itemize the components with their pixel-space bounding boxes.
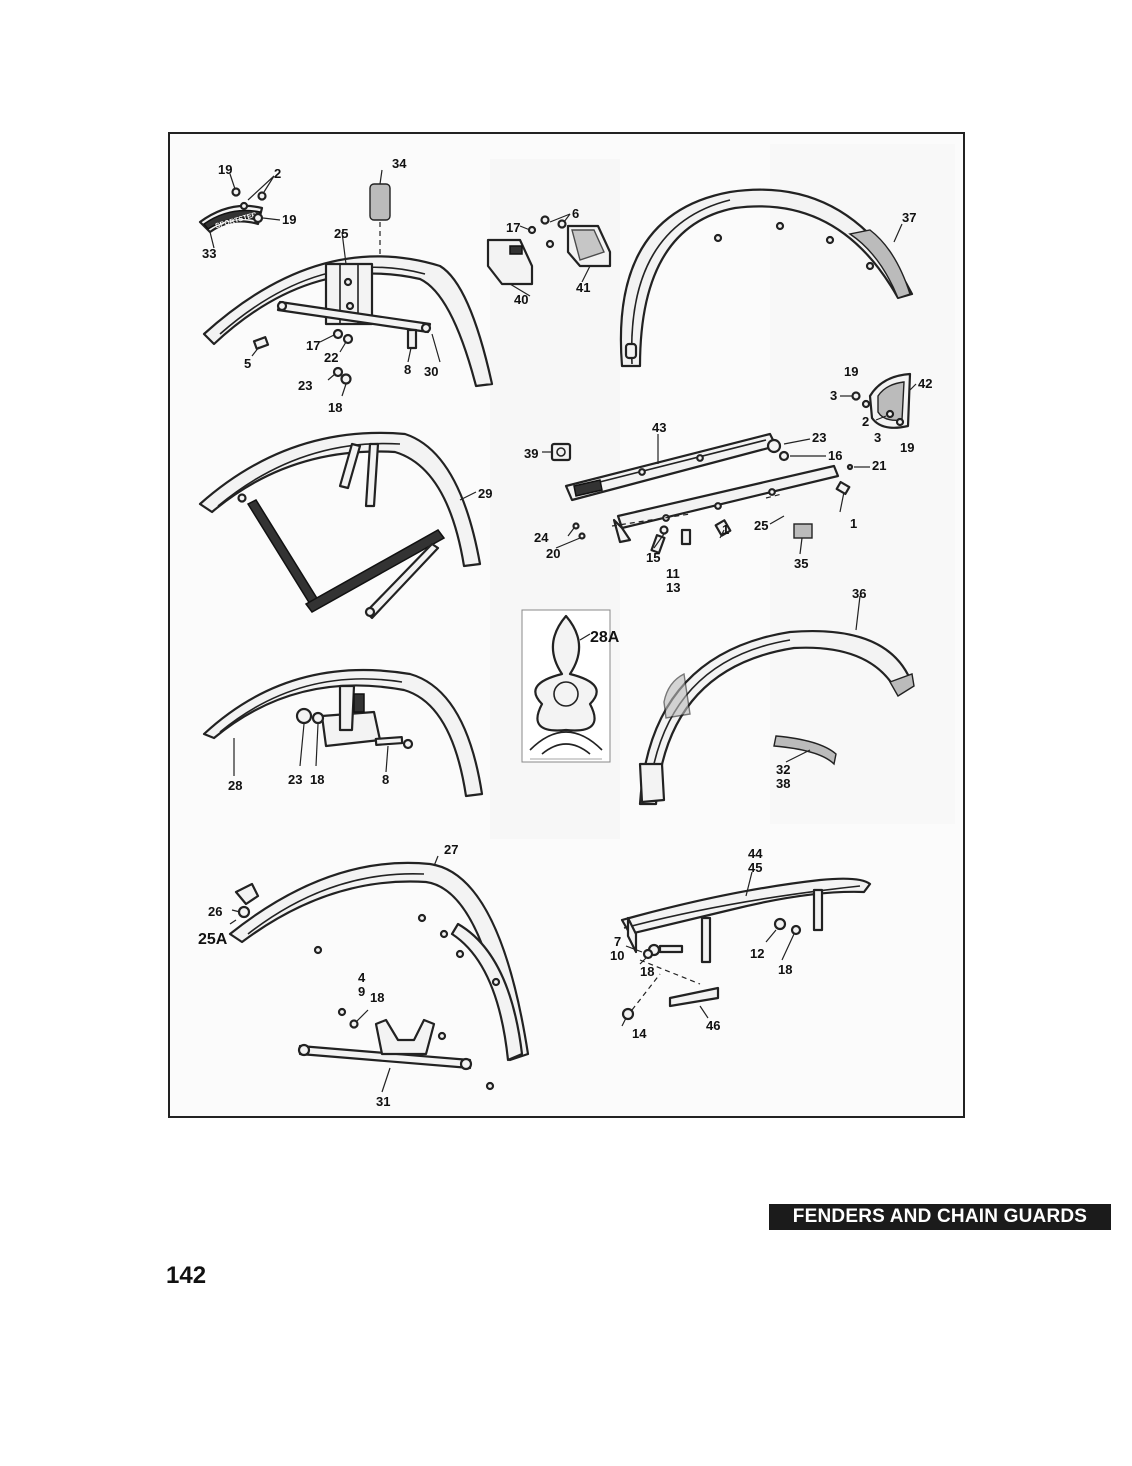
callout-25: 25 [334,226,348,241]
callout-18: 18 [370,990,384,1005]
emblem-28A [521,609,611,763]
callout-37: 37 [902,210,916,225]
callout-28A: 28A [590,629,620,646]
chain-guard-44-45 [620,871,872,1027]
callout-26: 26 [208,904,222,919]
section-title: FENDERS AND CHAIN GUARDS [769,1204,1111,1230]
page-number: 142 [166,1262,207,1289]
callout-30: 30 [424,364,438,379]
callout-3: 3 [874,430,881,445]
callout-4: 4 [358,970,366,985]
fender-36 [638,595,915,806]
callout-labels: 19 2 19 33 34 25 5 17 22 8 30 23 18 17 6… [198,156,932,1109]
callout-41: 41 [576,280,590,295]
exploded-parts-diagram: SPORTSTER [198,144,955,1109]
callout-33: 33 [202,246,216,261]
callout-31: 31 [376,1094,390,1109]
callout-32: 32 [776,762,790,777]
callout-13: 13 [666,580,680,595]
callout-24: 24 [534,530,549,545]
callout-39: 39 [524,446,538,461]
callout-35: 35 [794,556,808,571]
callout-27: 27 [444,842,458,857]
fender-29 [198,431,482,620]
callout-45: 45 [748,860,762,875]
callout-25: 25 [754,518,768,533]
callout-18: 18 [310,772,324,787]
fender-28 [202,668,484,798]
callout-34: 34 [392,156,407,171]
callout-46: 46 [706,1018,720,1033]
callout-23: 23 [288,772,302,787]
callout-14: 14 [632,1026,647,1041]
callout-20: 20 [546,546,560,561]
callout-28: 28 [228,778,242,793]
diagram-frame: SPORTSTER [168,132,1111,1230]
callout-19: 19 [218,162,232,177]
callout-36: 36 [852,586,866,601]
callout-21: 21 [872,458,886,473]
callout-6: 6 [572,206,579,221]
brackets-40-41 [486,213,612,297]
rear-emblem-42 [840,372,917,429]
callout-22: 22 [324,350,338,365]
callout-38: 38 [776,776,790,791]
fender-27 [228,855,530,1093]
rear-fender-37 [619,188,914,368]
callout-18: 18 [778,962,792,977]
callout-5: 5 [244,356,251,371]
callout-17: 17 [306,338,320,353]
callout-44: 44 [748,846,763,861]
callout-23: 23 [812,430,826,445]
front-fender-30 [202,231,494,397]
callout-19: 19 [282,212,296,227]
callout-18: 18 [328,400,342,415]
callout-1: 1 [722,522,729,537]
callout-10: 10 [610,948,624,963]
rail-43-assembly [555,432,870,555]
callout-19: 19 [844,364,858,379]
callout-3: 3 [830,388,837,403]
callout-8: 8 [382,772,389,787]
callout-17: 17 [506,220,520,235]
callout-19: 19 [900,440,914,455]
callout-42: 42 [918,376,932,391]
callout-9: 9 [358,984,365,999]
callout-43: 43 [652,420,666,435]
callout-40: 40 [514,292,528,307]
clip-39 [542,442,572,462]
bleed-through-texture [490,144,955,839]
callout-16: 16 [828,448,842,463]
callout-1: 1 [850,516,857,531]
callout-7: 7 [614,934,621,949]
callout-11: 11 [666,566,680,581]
callout-2: 2 [862,414,869,429]
callout-15: 15 [646,550,660,565]
callout-18: 18 [640,964,654,979]
callout-8: 8 [404,362,411,377]
callout-23: 23 [298,378,312,393]
reflector-34 [369,169,391,266]
callout-2: 2 [274,166,281,181]
callout-12: 12 [750,946,764,961]
callout-25A: 25A [198,931,228,948]
callout-29: 29 [478,486,492,501]
emblem-group: SPORTSTER [198,173,281,249]
